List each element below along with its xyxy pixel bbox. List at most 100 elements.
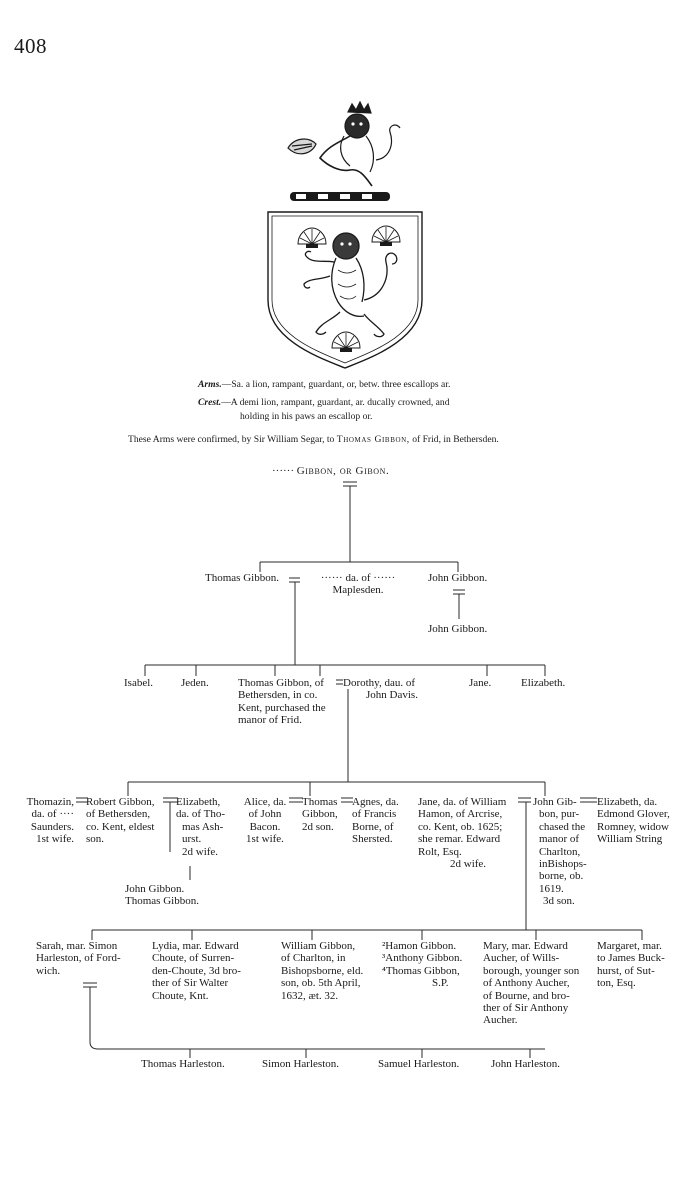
gen3-elizabeth-ashurst-line: urst. bbox=[182, 833, 202, 846]
gen4-lydia-line: Lydia, mar. Edward bbox=[152, 940, 239, 952]
gen3-robert-son: John Gibbon. bbox=[125, 883, 185, 895]
gen3-john-line: inBishops- bbox=[539, 858, 587, 871]
gen3-robert-line: co. Kent, eldest bbox=[86, 820, 155, 833]
arms-text: —Sa. a lion, rampant, guardant, or, betw… bbox=[221, 379, 451, 390]
gen4-hamon-line: ⁴Thomas Gibbon, bbox=[382, 964, 460, 977]
gen4-hamon-line: S.P. bbox=[432, 977, 449, 990]
family-title-dots: ······ bbox=[272, 465, 297, 477]
gen1-wife: ······ da. of ······ Maplesden. bbox=[298, 572, 418, 597]
gen1-thomas-gibbon: Thomas Gibbon. bbox=[205, 572, 279, 584]
gen3-john-line: John Gib- bbox=[533, 796, 577, 808]
gen3-elizabeth-ashurst-line: Elizabeth, bbox=[176, 796, 221, 808]
gen4-lydia-line: ther of Sir Walter bbox=[152, 977, 229, 990]
confirmation-pre: These Arms were confirmed, by Sir Willia… bbox=[128, 434, 337, 445]
gen4-lydia: Lydia, mar. Edward Choute, of Surren- de… bbox=[152, 940, 241, 1002]
confirmation-name: Thomas Gibbon, bbox=[336, 434, 410, 445]
gen3-robert-gibbon: Robert Gibbon, of Bethersden, co. Kent, … bbox=[86, 796, 154, 846]
gen3-jane-line: 2d wife. bbox=[450, 858, 487, 871]
gen4-margaret: Margaret, mar. to James Buck- hurst, of … bbox=[597, 940, 692, 990]
gen4-mary-line: of Bourne, and bro- bbox=[483, 989, 570, 1002]
gen3-john-line: borne, ob. bbox=[539, 870, 584, 883]
lion-rampant bbox=[303, 232, 398, 338]
escallop-icon-bottom bbox=[331, 331, 361, 352]
gen3-robert-line: Robert Gibbon, bbox=[86, 796, 155, 808]
gen4-margaret-line: hurst, of Sut- bbox=[597, 964, 655, 977]
gen3-jane-line: co. Kent, ob. 1625; bbox=[418, 820, 503, 833]
gen3-thomazin-line: 1st wife. bbox=[36, 833, 74, 846]
gen4-hamon-anthony-thomas: ²Hamon Gibbon. ³Anthony Gibbon. ⁴Thomas … bbox=[382, 940, 462, 990]
gen3-john-line: 1619. bbox=[539, 882, 564, 895]
gen1-john-son: John Gibbon. bbox=[428, 623, 488, 635]
gen3-john-gibbon: John Gib- bon, pur- chased the manor of … bbox=[533, 796, 587, 908]
gen3-robert-line: son. bbox=[86, 833, 105, 846]
gen2-dorothy-line: Dorothy, dau. of bbox=[343, 677, 415, 689]
gen4-lydia-line: Choute, Knt. bbox=[152, 989, 209, 1002]
gen4-sarah-line: Sarah, mar. Simon bbox=[36, 940, 118, 952]
gen3-john-line: chased the bbox=[539, 820, 586, 833]
gen3-agnes-line: Agnes, da. bbox=[352, 796, 399, 808]
gen3-elizabeth-glover-line: Elizabeth, da. bbox=[597, 796, 658, 808]
escallop-icon-top-left bbox=[297, 227, 327, 248]
gen4-mary-line: Aucher, of Wills- bbox=[483, 952, 560, 965]
gen4-william-gibbon: William Gibbon, of Charlton, in Bishopsb… bbox=[281, 940, 363, 1002]
gen3-thomas-line: 2d son. bbox=[302, 820, 334, 833]
gen4-sarah: Sarah, mar. Simon Harleston, of Ford- wi… bbox=[36, 940, 121, 977]
gen3-elizabeth-ashurst: Elizabeth, da. of Tho- mas Ash- urst. 2d… bbox=[176, 796, 225, 858]
gen3-robert-line: of Bethersden, bbox=[86, 808, 151, 821]
gen3-jane-line: she remar. Edward bbox=[418, 833, 501, 846]
gen4-william-line: of Charlton, in bbox=[281, 952, 346, 965]
gen3-elizabeth-glover: Elizabeth, da. Edmond Glover, Romney, wi… bbox=[597, 796, 692, 846]
escallop-icon-top-right bbox=[371, 225, 401, 246]
gen3-thomas-line: Gibbon, bbox=[302, 808, 338, 821]
gen2-elizabeth: Elizabeth. bbox=[521, 677, 566, 689]
gen4-william-line: William Gibbon, bbox=[281, 940, 356, 952]
arms-confirmation: These Arms were confirmed, by Sir Willia… bbox=[128, 433, 499, 447]
gen4-william-line: 1632, æt. 32. bbox=[281, 989, 339, 1002]
gen3-agnes-line: Shersted. bbox=[352, 833, 393, 846]
gen1-wife-line2: Maplesden. bbox=[332, 584, 384, 597]
gen3-john-line: Charlton, bbox=[539, 845, 581, 858]
gen3-robert-son: Thomas Gibbon. bbox=[125, 895, 199, 908]
gen3-jane-line: Hamon, of Arcrise, bbox=[418, 808, 503, 821]
confirmation-post: of Frid, in Bethersden. bbox=[409, 434, 499, 445]
gen3-alice-line: 1st wife. bbox=[246, 833, 284, 846]
gen4-sarah-line: Harleston, of Ford- bbox=[36, 952, 121, 965]
gen3-jane-hamon: Jane, da. of William Hamon, of Arcrise, … bbox=[418, 796, 506, 870]
crest-blazon-line-2: holding in his paws an escallop or. bbox=[240, 411, 373, 422]
gen2-dorothy: Dorothy, dau. of John Davis. bbox=[343, 677, 418, 702]
gen3-thomazin: Thomazin, da. of ···· Saunders. 1st wife… bbox=[14, 796, 74, 846]
gen1-wife-line1: ······ da. of ······ bbox=[320, 572, 396, 584]
crest-blazon-line: Crest.—A demi lion, rampant, guardant, a… bbox=[198, 396, 450, 410]
coat-of-arms-image bbox=[267, 100, 423, 369]
gen4-mary-line: Aucher. bbox=[483, 1014, 518, 1027]
gen4-hamon-line: ³Anthony Gibbon. bbox=[382, 952, 463, 965]
gen4-mary-line: borough, younger son bbox=[483, 964, 580, 977]
family-title-name: Gibbon, or Gibon. bbox=[296, 465, 390, 477]
gen4-mary: Mary, mar. Edward Aucher, of Wills- boro… bbox=[483, 940, 579, 1027]
gen3-alice-line: Bacon. bbox=[249, 820, 281, 833]
gen3-jane-line: Rolt, Esq. bbox=[418, 845, 462, 858]
gen3-elizabeth-glover-line: Romney, widow bbox=[597, 820, 670, 833]
gen4-lydia-line: den-Choute, 3d bro- bbox=[152, 964, 241, 977]
gen4-mary-line: ther of Sir Anthony bbox=[483, 1002, 569, 1015]
gen3-agnes-line: of Francis bbox=[352, 808, 397, 821]
gen3-jane-line: Jane, da. of William bbox=[418, 796, 507, 808]
gen4-hamon-line: ²Hamon Gibbon. bbox=[382, 940, 457, 952]
gen3-elizabeth-ashurst-line: da. of Tho- bbox=[176, 808, 225, 821]
gen2-jane: Jane. bbox=[469, 677, 492, 689]
gen3-alice: Alice, da. of John Bacon. 1st wife. bbox=[236, 796, 294, 846]
gen4-margaret-line: to James Buck- bbox=[597, 952, 665, 965]
gen3-elizabeth-ashurst-line: 2d wife. bbox=[182, 845, 219, 858]
gen5-thomas-harleston: Thomas Harleston. bbox=[141, 1058, 225, 1070]
gen4-mary-line: of Anthony Aucher, bbox=[483, 977, 570, 990]
gen4-margaret-line: Margaret, mar. bbox=[597, 940, 662, 952]
gen3-thomazin-line: Saunders. bbox=[30, 820, 74, 833]
gen4-margaret-line: ton, Esq. bbox=[597, 977, 636, 990]
gen3-thomas-gibbon: Thomas Gibbon, 2d son. bbox=[302, 796, 338, 833]
shield bbox=[267, 211, 423, 369]
gen2-thomas-line: Kent, purchased the bbox=[238, 701, 326, 714]
gen4-sarah-line: wich. bbox=[36, 964, 61, 977]
gen4-mary-line: Mary, mar. Edward bbox=[483, 940, 568, 952]
gen3-john-line: 3d son. bbox=[543, 895, 575, 908]
gen3-elizabeth-glover-line: William String bbox=[597, 833, 663, 846]
